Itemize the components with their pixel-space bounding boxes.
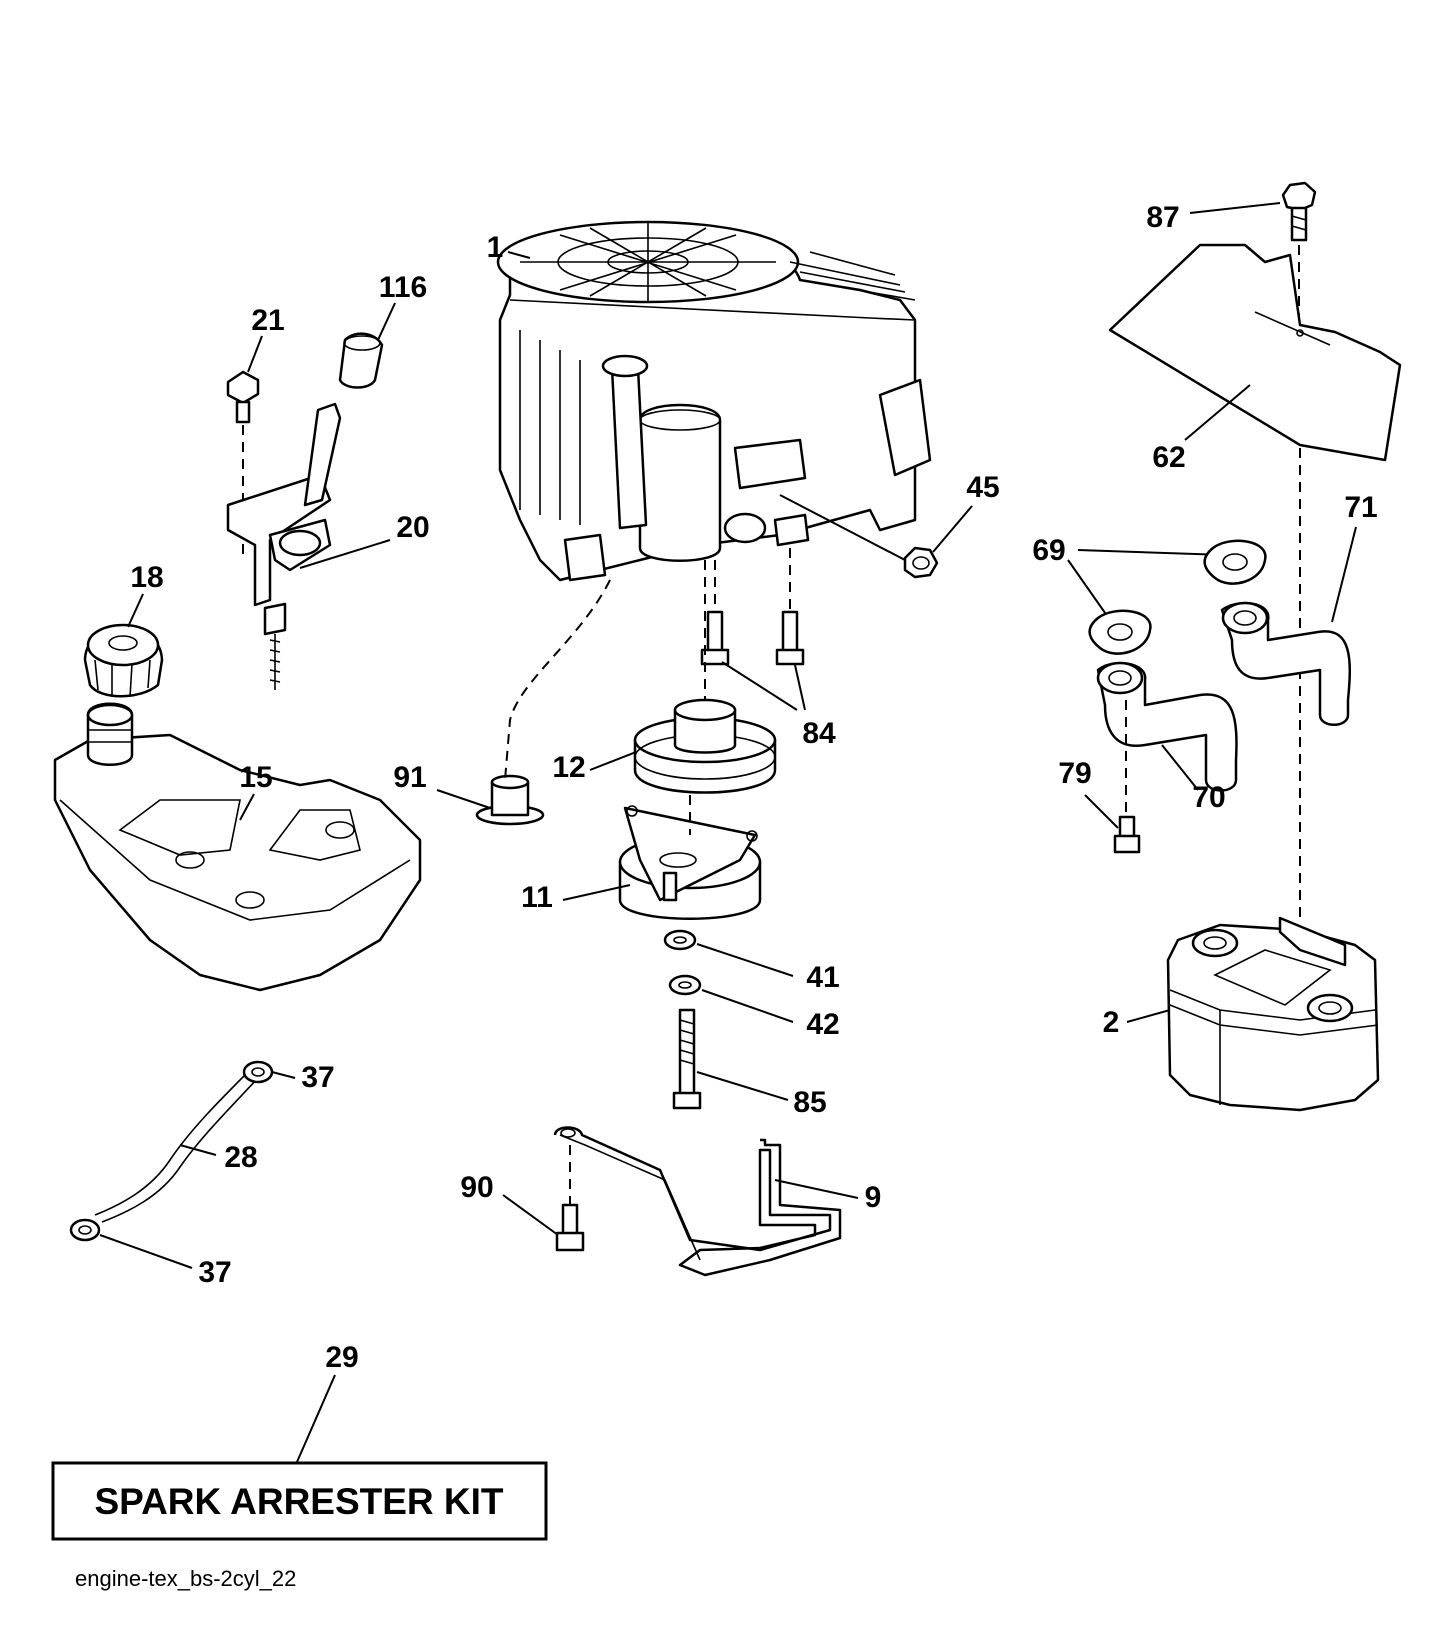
part-label-90: 90 (460, 1171, 493, 1204)
part-label-18: 18 (130, 561, 163, 594)
part-label-21: 21 (251, 304, 284, 337)
part-label-87: 87 (1146, 201, 1179, 234)
heat-shield-62[interactable] (1108, 243, 1402, 462)
muffler-bracket-9[interactable] (553, 1126, 842, 1277)
part-label-29: 29 (325, 1341, 358, 1374)
fuel-cap-18[interactable] (83, 623, 164, 698)
bolt-85[interactable] (672, 1008, 702, 1110)
part-label-9: 9 (865, 1181, 882, 1214)
pto-clutch-11[interactable] (618, 805, 762, 920)
screw-87[interactable] (1281, 181, 1317, 242)
part-label-42: 42 (806, 1008, 839, 1041)
part-label-79: 79 (1058, 757, 1091, 790)
gasket-69-left[interactable] (1088, 609, 1152, 655)
part-label-1: 1 (487, 231, 504, 264)
hose-clamp-37-top[interactable] (242, 1060, 274, 1084)
part-label-2: 2 (1103, 1006, 1120, 1039)
engine-part[interactable] (496, 220, 932, 582)
part-label-116: 116 (379, 271, 427, 304)
part-label-71: 71 (1344, 491, 1377, 524)
cap-bolt-21[interactable] (226, 370, 260, 424)
bolt-79[interactable] (1113, 815, 1141, 854)
part-label-28: 28 (224, 1141, 257, 1174)
part-label-12: 12 (552, 751, 585, 784)
part-label-15: 15 (239, 761, 272, 794)
part-label-11: 11 (521, 881, 553, 914)
gasket-69-right[interactable] (1203, 539, 1267, 585)
knob-116[interactable] (338, 332, 384, 389)
pulley-12[interactable] (633, 698, 777, 794)
fuel-tank-15[interactable] (53, 702, 422, 992)
throttle-control-20[interactable] (226, 402, 342, 690)
bolt-90[interactable] (555, 1203, 585, 1252)
washer-41[interactable] (663, 929, 697, 951)
exhaust-pipe-70[interactable] (1096, 661, 1238, 792)
muffler-2[interactable] (1166, 916, 1380, 1112)
part-label-85: 85 (793, 1086, 826, 1119)
bolt-84-right[interactable] (775, 610, 805, 666)
hose-clamp-37-bottom[interactable] (69, 1218, 101, 1242)
part-label-84: 84 (802, 717, 836, 750)
part-label-37-bottom: 37 (198, 1256, 231, 1289)
spark-arrester-kit-label: SPARK ARRESTER KIT (94, 1481, 503, 1522)
part-label-70: 70 (1192, 781, 1225, 814)
part-label-20: 20 (396, 511, 429, 544)
exhaust-pipe-71[interactable] (1220, 601, 1352, 726)
part-label-37-top: 37 (301, 1061, 334, 1094)
part-label-91: 91 (393, 761, 426, 794)
part-label-45: 45 (966, 471, 999, 504)
washer-42[interactable] (668, 974, 702, 996)
bushing-91[interactable] (475, 774, 545, 826)
nut-45[interactable] (903, 546, 939, 579)
diagram-id: engine-tex_bs-2cyl_22 (75, 1566, 296, 1591)
part-label-62: 62 (1152, 441, 1185, 474)
fuel-hose-28[interactable] (94, 1069, 259, 1223)
bolt-84-left[interactable] (700, 610, 730, 666)
part-label-41: 41 (806, 961, 839, 994)
spark-arrester-kit-box[interactable] (51, 1461, 548, 1541)
part-label-69: 69 (1032, 534, 1065, 567)
